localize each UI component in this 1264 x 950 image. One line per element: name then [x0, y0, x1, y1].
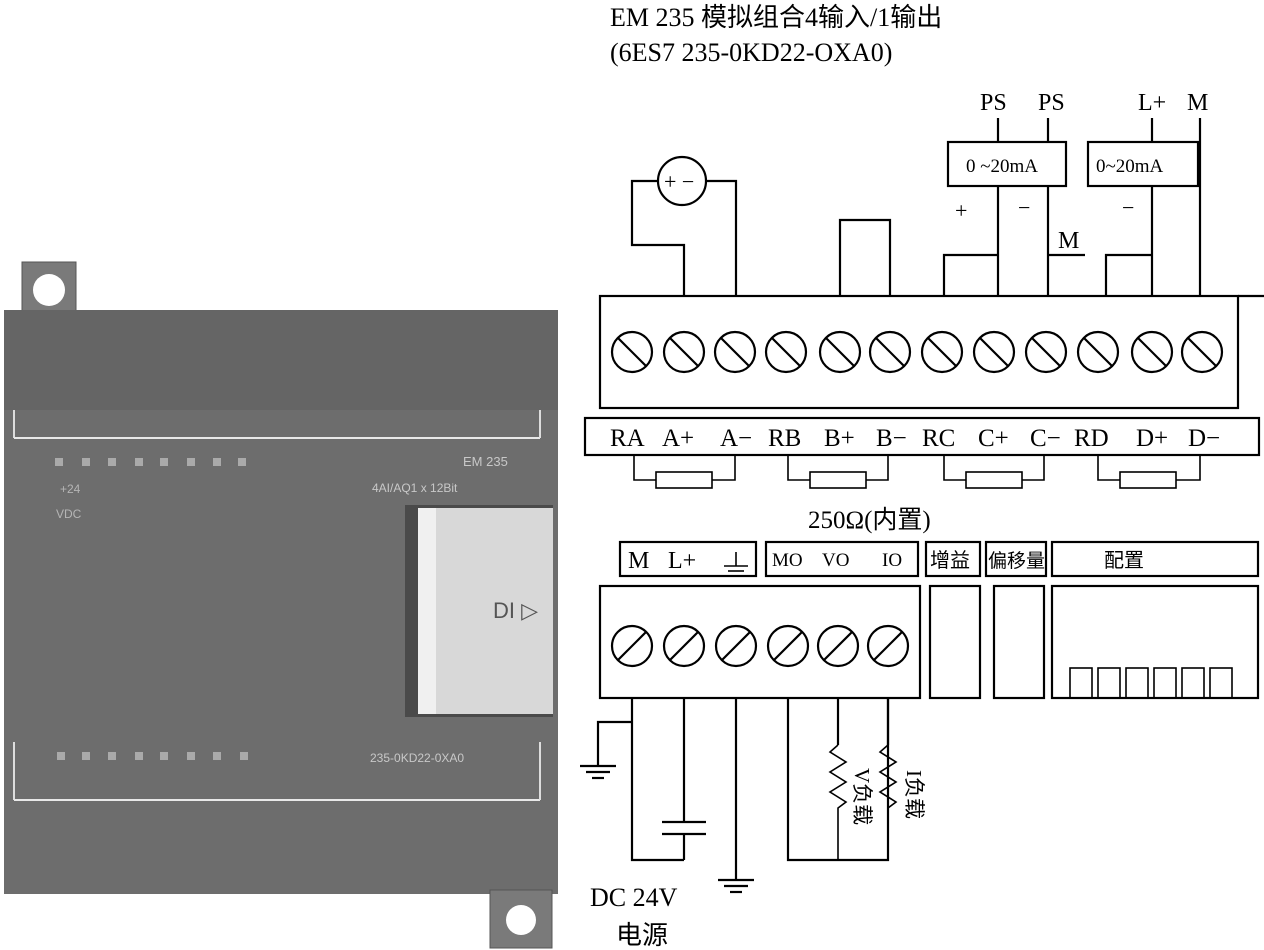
ps-label-1: PS [980, 90, 1007, 116]
power-supply-label-cn: 电源 [616, 921, 668, 950]
led-row-bottom [57, 752, 248, 760]
module-photo: +24 VDC EM 235 4AI/AQ1 x 12Bit DI ▷ 235-… [4, 261, 558, 949]
gain-potentiometer [928, 584, 982, 700]
v-load-resistor [828, 744, 848, 860]
i-load-label: I负载 [902, 770, 926, 819]
current-transmitter-2 [1086, 140, 1200, 188]
terminal-d-plus: D+ [1136, 425, 1168, 452]
lplus-label: L+ [1138, 90, 1166, 116]
dip-switches [1069, 667, 1233, 699]
top-wiring: PS PS L+ M + − 0 ~20mA + − M 0~20mA − [630, 90, 1208, 296]
output-wiring [786, 698, 898, 862]
lower-screws [610, 624, 910, 668]
m-label-top: M [1187, 90, 1208, 116]
offset-label-box [984, 540, 1048, 578]
current-transmitter-1-label: 0 ~20mA [966, 156, 1038, 177]
upper-screws [610, 330, 1224, 374]
led-row-top [55, 458, 246, 466]
offset-potentiometer [992, 584, 1046, 700]
terminal-a-minus: A− [720, 425, 752, 452]
upper-terminal-block [598, 294, 1240, 410]
config-switch-block [1050, 584, 1260, 700]
terminal-b-minus: B− [876, 425, 907, 452]
photo-order-label: 235-0KD22-0XA0 [370, 751, 464, 765]
config-label: 配置 [1104, 550, 1144, 572]
minus-label-2: − [1122, 195, 1134, 220]
terminal-c-minus: C− [1030, 425, 1061, 452]
power-supply-label: DC 24V [590, 883, 678, 912]
terminal-b-plus: B+ [824, 425, 855, 452]
resistor-note: 250Ω(内置) [808, 506, 931, 534]
led-label-24: +24 [60, 482, 81, 496]
jumper-rb [838, 218, 892, 296]
gain-label: 增益 [930, 549, 970, 572]
current-transmitter-2-label: 0~20mA [1096, 156, 1164, 177]
flap-marking: DI ▷ [493, 598, 538, 623]
terminal-a-plus: A+ [662, 425, 694, 452]
photo-model-label: EM 235 [463, 454, 508, 469]
power-lplus-label: L+ [668, 548, 696, 574]
internal-resistors [633, 455, 1201, 489]
current-transmitter-1 [946, 140, 1068, 188]
v-load-label: V负载 [850, 768, 874, 825]
terminal-rb: RB [768, 425, 801, 452]
power-wiring [580, 698, 754, 894]
output-io-label: IO [882, 550, 902, 571]
diagram-title: EM 235 模拟组合4输入/1输出 [610, 3, 942, 32]
input-label-strip [583, 416, 1261, 457]
voltage-source-polarity: + − [664, 169, 694, 194]
input-terminal-labels: RA A+ A− RB B+ B− RC C+ C− RD D+ D− [610, 425, 1220, 452]
top-mount-hole [33, 274, 65, 306]
led-label-vdc: VDC [56, 507, 82, 521]
ps-label-2: PS [1038, 90, 1065, 116]
config-label-box [1050, 540, 1260, 578]
bottom-mount-hole [506, 905, 536, 935]
terminal-rd: RD [1074, 425, 1109, 452]
terminal-rc: RC [922, 425, 955, 452]
m-label-small: M [1058, 228, 1079, 254]
gain-label-box [924, 540, 982, 578]
minus-label-1: − [1018, 195, 1030, 220]
power-m-label: M [628, 548, 649, 574]
flap-panel [418, 508, 553, 714]
offset-label: 偏移量 [988, 550, 1045, 572]
terminal-c-plus: C+ [978, 425, 1009, 452]
terminal-d-minus: D− [1188, 425, 1220, 452]
plus-label: + [955, 198, 967, 223]
lower-terminal-block [598, 584, 922, 700]
photo-spec-label: 4AI/AQ1 x 12Bit [372, 481, 458, 495]
output-vo-label: VO [822, 550, 849, 571]
output-mo-label: MO [772, 550, 803, 571]
ground-icon [724, 552, 748, 572]
output-label-box [764, 540, 920, 578]
terminal-ra: RA [610, 425, 645, 452]
power-label-box [618, 540, 758, 578]
diagram-subtitle: (6ES7 235-0KD22-OXA0) [610, 38, 892, 67]
i-load-resistor [878, 744, 898, 809]
